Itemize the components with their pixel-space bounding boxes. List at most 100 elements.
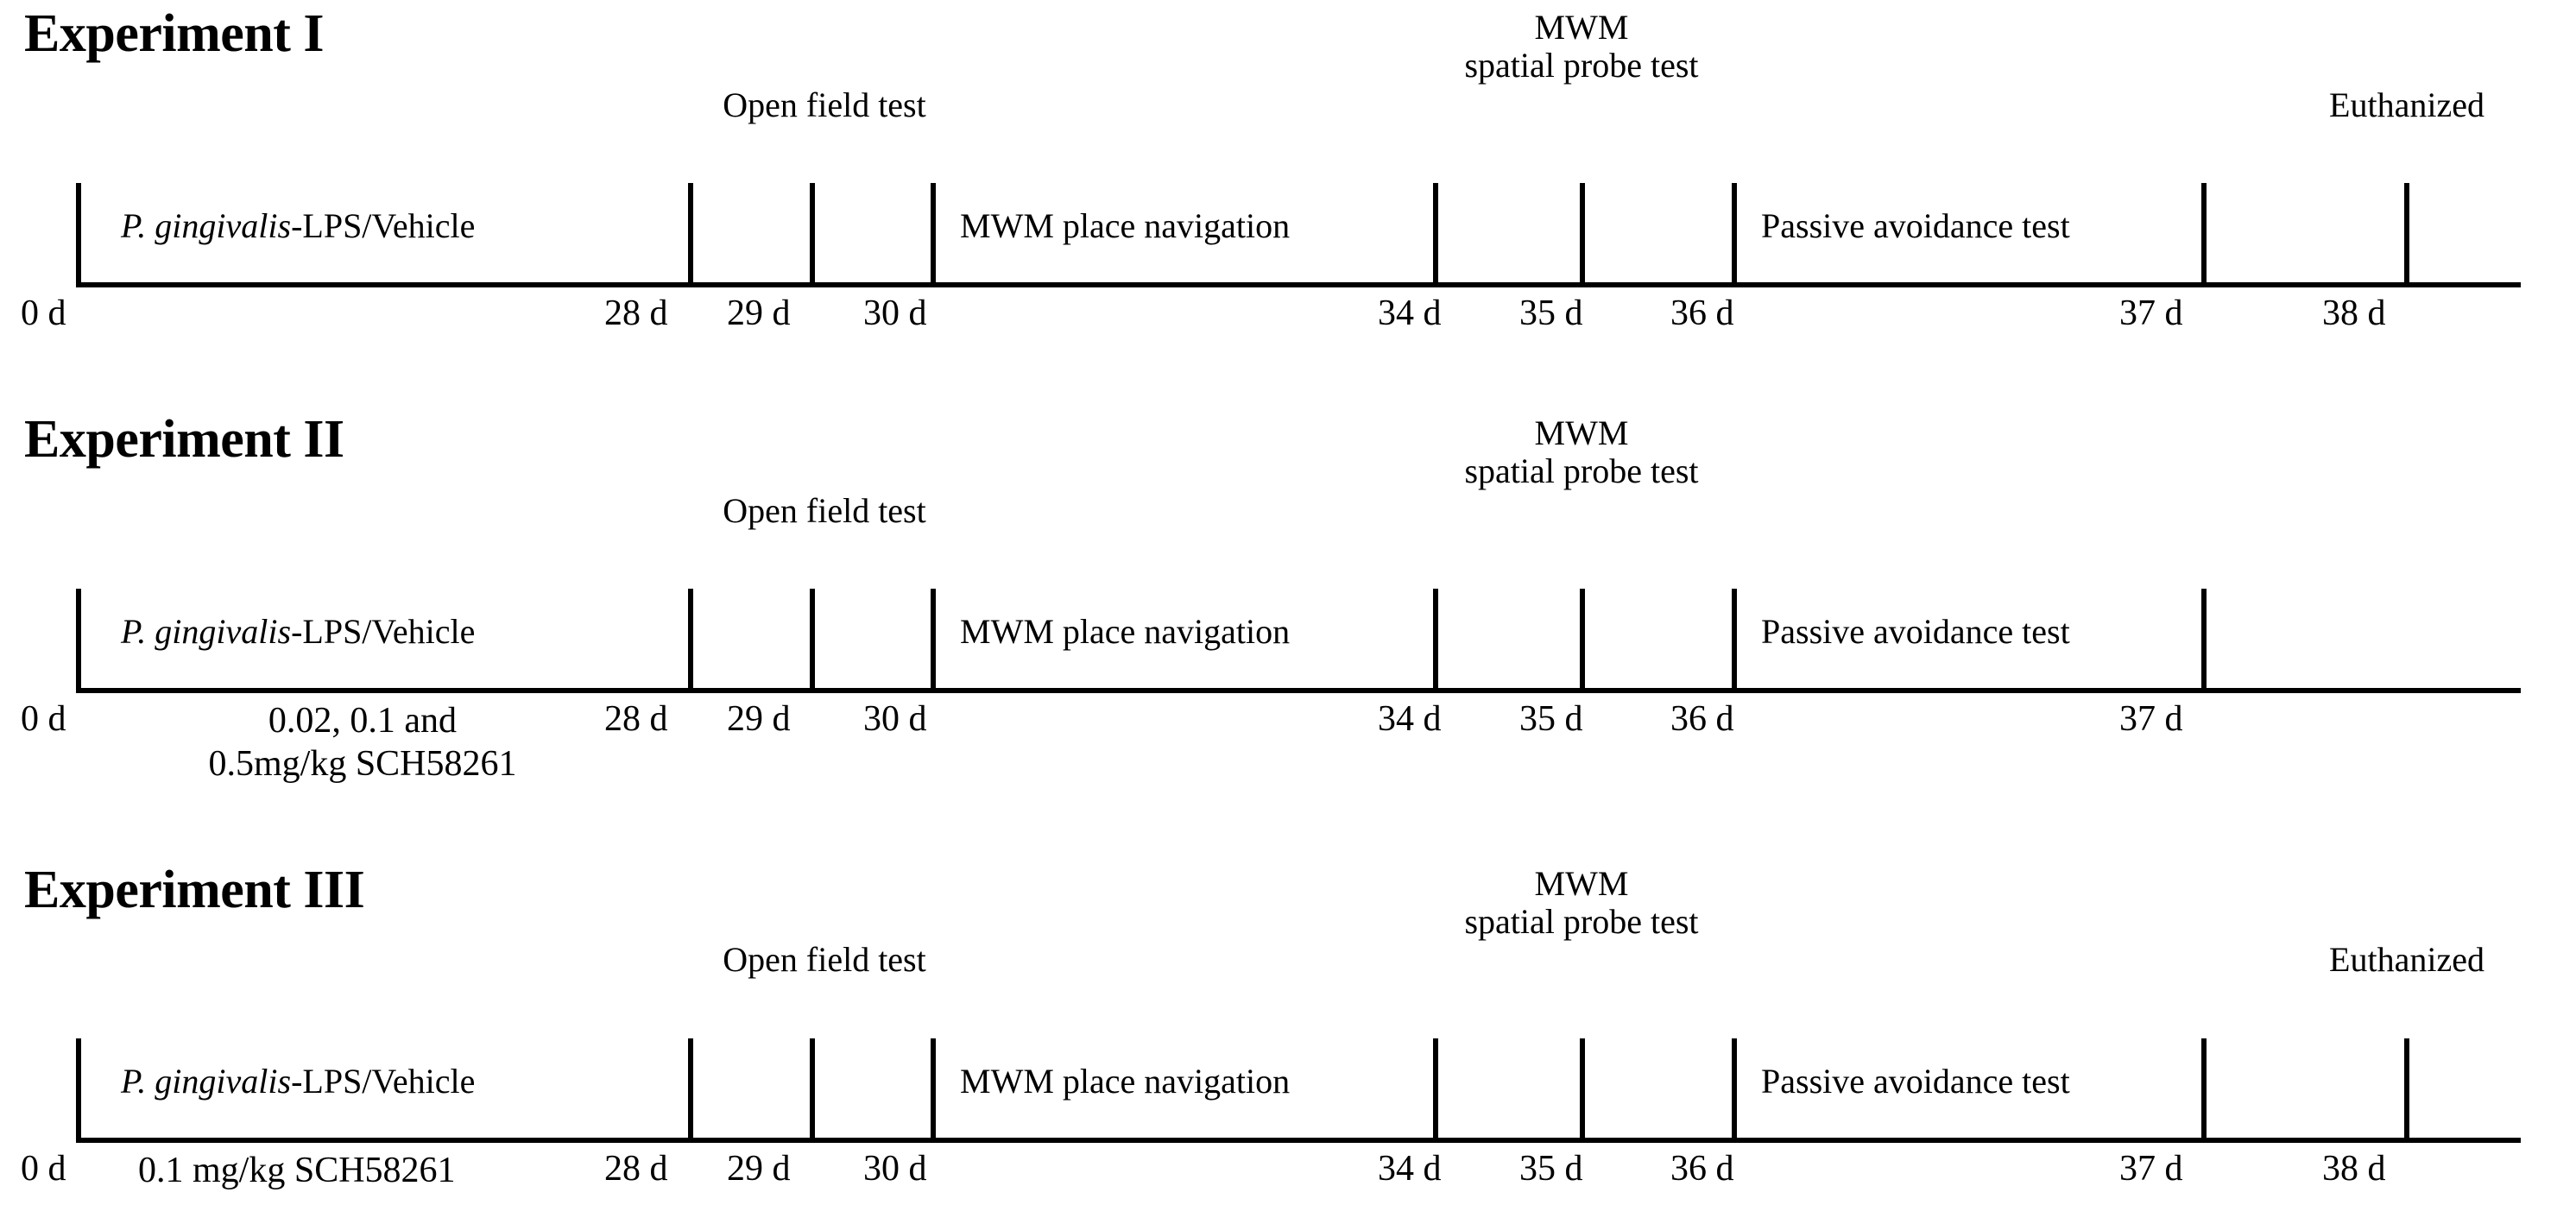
mwm-label-line1: MWM	[1534, 8, 1629, 47]
tick-day-35	[1580, 1038, 1585, 1142]
tick-day-29	[810, 183, 815, 287]
timeline-baseline	[76, 688, 2521, 693]
day-label-30: 30 d	[863, 1149, 927, 1189]
euthanized-text: Euthanized	[2329, 85, 2484, 124]
euthanized-text: Euthanized	[2329, 940, 2484, 979]
mwm-spatial-probe-test-label: MWM spatial probe test	[1464, 414, 1698, 490]
phase-pg-rest: -LPS/Vehicle	[291, 1062, 476, 1101]
phase-pg-lps-vehicle: P. gingivalis-LPS/Vehicle	[121, 1063, 475, 1101]
tick-day-36	[1732, 183, 1737, 287]
phase-passive-avoidance-test: Passive avoidance test	[1761, 1063, 2070, 1101]
mwm-label-line2: spatial probe test	[1464, 451, 1699, 490]
tick-day-28	[688, 589, 693, 692]
day-label-37: 37 d	[2119, 699, 2183, 739]
tick-day-38	[2404, 1038, 2409, 1142]
day-label-28: 28 d	[604, 293, 668, 333]
day-label-36: 36 d	[1670, 1149, 1734, 1189]
experiment-2-block: Experiment II Open field test MWM spatia…	[0, 406, 2576, 863]
experiment-3-title: Experiment III	[24, 861, 365, 919]
day-label-29: 29 d	[727, 1149, 791, 1189]
phase-mwm-place-navigation: MWM place navigation	[960, 613, 1290, 651]
tick-day-34	[1433, 1038, 1438, 1142]
phase-passive-text: Passive avoidance test	[1761, 206, 2070, 245]
experiment-2-title: Experiment II	[24, 410, 344, 469]
timeline-baseline	[76, 282, 2521, 287]
tick-day-34	[1433, 589, 1438, 692]
experiment-1-block: Experiment I Open field test MWM spatial…	[0, 0, 2576, 406]
phase-mwm-place-navigation: MWM place navigation	[960, 207, 1290, 245]
dose-line1: 0.02, 0.1 and	[268, 701, 458, 741]
day-label-37: 37 d	[2119, 293, 2183, 333]
day-label-0: 0 d	[21, 1149, 66, 1189]
tick-day-34	[1433, 183, 1438, 287]
tick-day-37	[2201, 183, 2207, 287]
experiment-3-block: Experiment III Open field test MWM spati…	[0, 863, 2576, 1205]
phase-mwm-nav-text: MWM place navigation	[960, 1062, 1291, 1101]
day-label-34: 34 d	[1378, 293, 1442, 333]
tick-day-30	[931, 183, 936, 287]
tick-day-35	[1580, 589, 1585, 692]
day-label-29: 29 d	[727, 699, 791, 739]
tick-day-29	[810, 589, 815, 692]
day-label-34: 34 d	[1378, 699, 1442, 739]
open-field-test-text: Open field test	[723, 940, 926, 979]
open-field-test-label: Open field test	[723, 492, 926, 530]
tick-day-0	[76, 589, 81, 692]
day-label-0: 0 d	[21, 293, 66, 333]
day-label-28: 28 d	[604, 699, 668, 739]
tick-day-36	[1732, 589, 1737, 692]
phase-pg-rest: -LPS/Vehicle	[291, 612, 476, 651]
phase-pg-rest: -LPS/Vehicle	[291, 206, 476, 245]
open-field-test-label: Open field test	[723, 86, 926, 124]
dose-annotation: 0.1 mg/kg SCH58261	[138, 1151, 456, 1190]
phase-pg-italic: P. gingivalis	[121, 612, 292, 651]
open-field-test-text: Open field test	[723, 85, 926, 124]
tick-day-29	[810, 1038, 815, 1142]
day-label-36: 36 d	[1670, 699, 1734, 739]
phase-mwm-place-navigation: MWM place navigation	[960, 1063, 1290, 1101]
mwm-spatial-probe-test-label: MWM spatial probe test	[1464, 865, 1698, 941]
tick-day-38	[2404, 183, 2409, 287]
day-label-28: 28 d	[604, 1149, 668, 1189]
phase-passive-avoidance-test: Passive avoidance test	[1761, 207, 2070, 245]
tick-day-30	[931, 589, 936, 692]
open-field-test-text: Open field test	[723, 491, 926, 530]
phase-pg-italic: P. gingivalis	[121, 1062, 292, 1101]
phase-passive-avoidance-test: Passive avoidance test	[1761, 613, 2070, 651]
tick-day-37	[2201, 589, 2207, 692]
day-label-37: 37 d	[2119, 1149, 2183, 1189]
phase-pg-italic: P. gingivalis	[121, 206, 292, 245]
dose-annotation: 0.02, 0.1 and 0.5mg/kg SCH58261	[208, 699, 516, 785]
phase-pg-lps-vehicle: P. gingivalis-LPS/Vehicle	[121, 207, 475, 245]
tick-day-28	[688, 1038, 693, 1142]
phase-pg-lps-vehicle: P. gingivalis-LPS/Vehicle	[121, 613, 475, 651]
phase-passive-text: Passive avoidance test	[1761, 612, 2070, 651]
euthanized-label: Euthanized	[2329, 86, 2484, 124]
tick-day-28	[688, 183, 693, 287]
euthanized-label: Euthanized	[2329, 941, 2484, 979]
tick-day-0	[76, 183, 81, 287]
tick-day-35	[1580, 183, 1585, 287]
tick-day-36	[1732, 1038, 1737, 1142]
day-label-35: 35 d	[1519, 1149, 1583, 1189]
day-label-30: 30 d	[863, 293, 927, 333]
mwm-spatial-probe-test-label: MWM spatial probe test	[1464, 9, 1698, 85]
phase-passive-text: Passive avoidance test	[1761, 1062, 2070, 1101]
day-label-0: 0 d	[21, 699, 66, 739]
mwm-label-line1: MWM	[1534, 864, 1629, 903]
day-label-30: 30 d	[863, 699, 927, 739]
day-label-38: 38 d	[2322, 1149, 2386, 1189]
day-label-35: 35 d	[1519, 699, 1583, 739]
tick-day-37	[2201, 1038, 2207, 1142]
tick-day-0	[76, 1038, 81, 1142]
day-label-34: 34 d	[1378, 1149, 1442, 1189]
phase-mwm-nav-text: MWM place navigation	[960, 612, 1291, 651]
open-field-test-label: Open field test	[723, 941, 926, 979]
mwm-label-line1: MWM	[1534, 413, 1629, 452]
mwm-label-line2: spatial probe test	[1464, 902, 1699, 941]
day-label-29: 29 d	[727, 293, 791, 333]
phase-mwm-nav-text: MWM place navigation	[960, 206, 1291, 245]
day-label-36: 36 d	[1670, 293, 1734, 333]
dose-line2: 0.5mg/kg SCH58261	[208, 744, 517, 784]
